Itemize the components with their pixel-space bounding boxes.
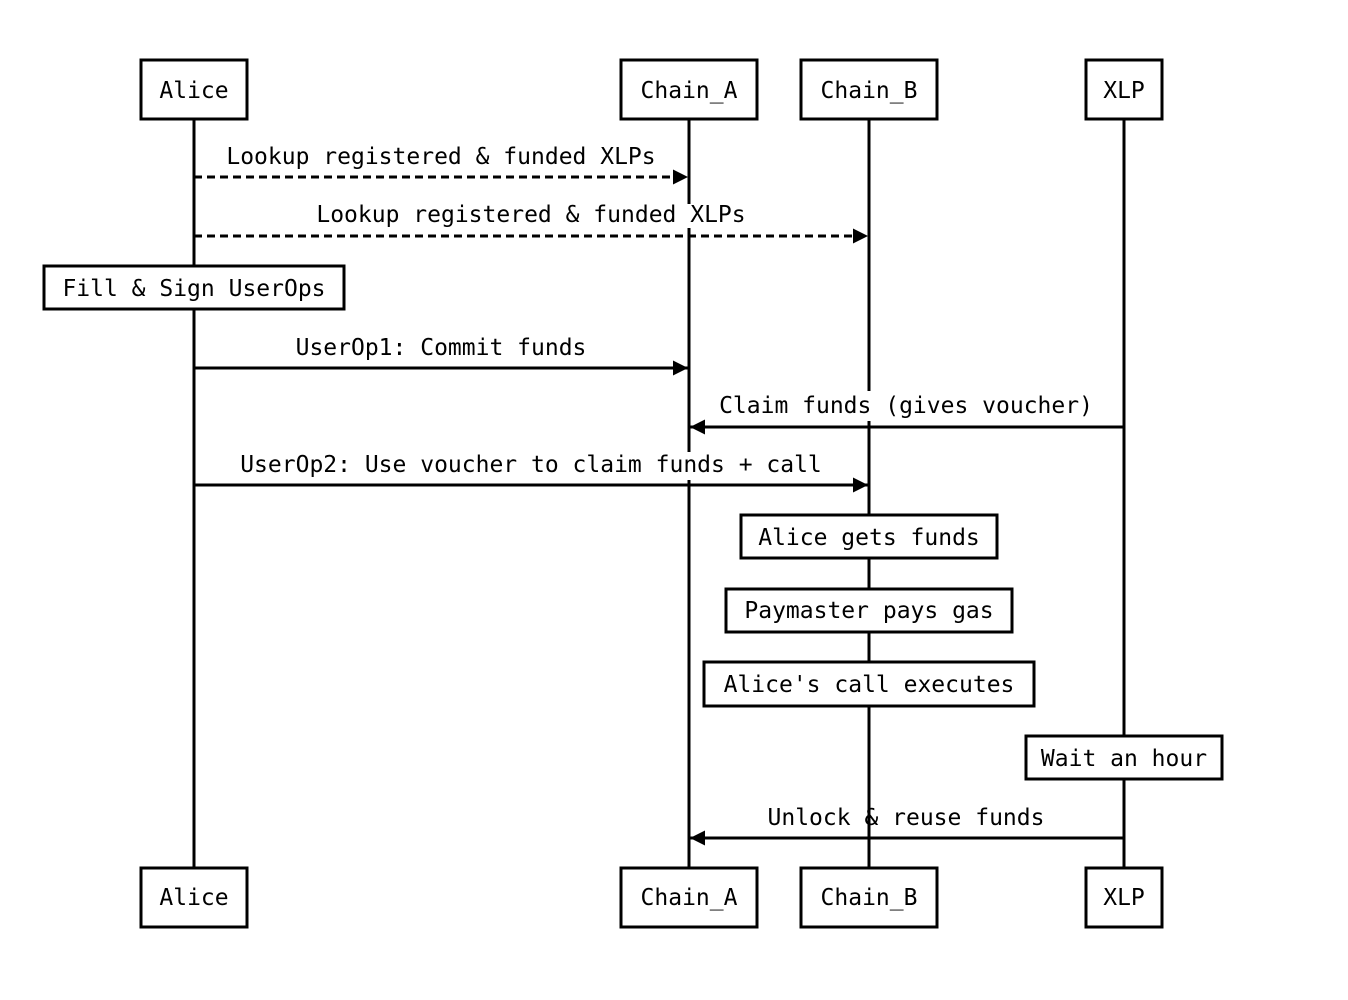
participant-label: XLP (1103, 78, 1145, 104)
message-label: UserOp1: Commit funds (296, 335, 587, 361)
participant-alice-bottom: Alice (139, 866, 249, 929)
participant-label: Chain_B (821, 78, 918, 104)
note-label: Paymaster pays gas (744, 598, 993, 624)
participant-xlp-bottom: XLP (1084, 866, 1164, 929)
participant-chain-b-bottom: Chain_B (799, 866, 939, 929)
note-label: Alice's call executes (724, 672, 1015, 698)
note-wait-hour: Wait an hour (1024, 734, 1224, 781)
message-label: Lookup registered & funded XLPs (226, 144, 655, 170)
participant-chain-b-top: Chain_B (799, 58, 939, 121)
message-label: Unlock & reuse funds (768, 805, 1045, 831)
participant-label: Chain_B (821, 885, 918, 911)
message-label: Claim funds (gives voucher) (719, 393, 1093, 419)
note-label: Alice gets funds (758, 525, 980, 551)
participant-label: Chain_A (641, 885, 738, 911)
participant-label: Alice (159, 78, 228, 104)
note-paymaster: Paymaster pays gas (724, 587, 1014, 634)
message-claim-funds: Claim funds (gives voucher) (690, 391, 1124, 435)
participant-chain-a-top: Chain_A (619, 58, 759, 121)
message-unlock: Unlock & reuse funds (690, 805, 1124, 846)
message-lookup-chain-a: Lookup registered & funded XLPs (194, 144, 688, 185)
participant-label: Alice (159, 885, 228, 911)
note-alice-gets-funds: Alice gets funds (739, 513, 999, 560)
note-call-executes: Alice's call executes (702, 660, 1036, 708)
participant-label: Chain_A (641, 78, 738, 104)
note-label: Fill & Sign UserOps (62, 276, 325, 302)
message-userop2: UserOp2: Use voucher to claim funds + ca… (194, 452, 868, 493)
message-label: UserOp2: Use voucher to claim funds + ca… (240, 452, 822, 478)
message-label: Lookup registered & funded XLPs (316, 202, 745, 228)
participant-chain-a-bottom: Chain_A (619, 866, 759, 929)
message-userop1: UserOp1: Commit funds (194, 335, 688, 376)
participant-label: XLP (1103, 885, 1145, 911)
participant-xlp-top: XLP (1084, 58, 1164, 121)
note-label: Wait an hour (1041, 746, 1207, 772)
note-fill-sign: Fill & Sign UserOps (42, 264, 346, 311)
message-lookup-chain-b: Lookup registered & funded XLPs (194, 202, 868, 244)
participant-alice-top: Alice (139, 58, 249, 121)
